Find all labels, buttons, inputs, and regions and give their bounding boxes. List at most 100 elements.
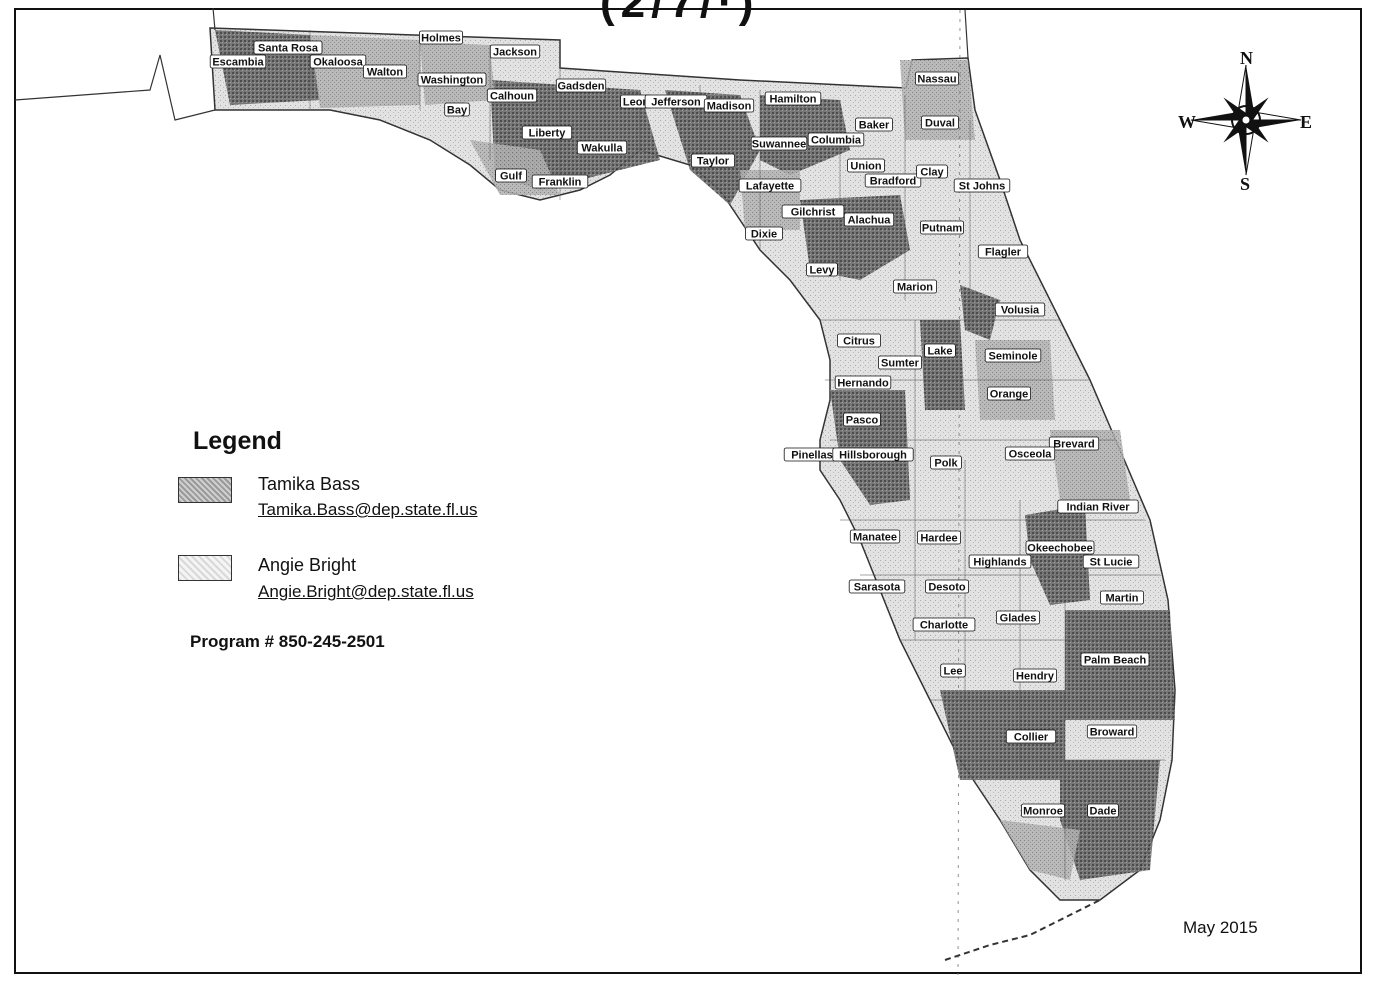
legend-title: Legend: [193, 427, 282, 455]
legend-swatch-angie: [178, 555, 232, 581]
county-label-box: [807, 132, 865, 147]
county-label-box: [843, 212, 895, 227]
county-label-text: Nassau: [917, 74, 956, 86]
county-label-text: Palm Beach: [1084, 655, 1147, 667]
county-label-text: Seminole: [989, 351, 1038, 363]
county-label-text: Hernando: [837, 378, 889, 390]
county-label-box: [781, 204, 845, 219]
county-label-box: [912, 617, 976, 632]
legend-swatch-tamika: [178, 477, 232, 503]
county-label-box: [1025, 540, 1095, 555]
county-label-box: [738, 178, 802, 193]
county-label-alachua: Alachua: [843, 212, 895, 227]
county-label-st-johns: St Johns: [953, 178, 1011, 193]
county-label-jefferson: Jefferson: [644, 94, 708, 109]
county-label-citrus: Citrus: [837, 333, 882, 348]
county-label-box: [750, 136, 808, 151]
county-label-box: [925, 579, 970, 594]
county-label-box: [495, 168, 527, 183]
county-label-pasco: Pasco: [843, 412, 881, 427]
county-label-text: Lake: [927, 346, 952, 358]
legend-email-tamika[interactable]: Tamika.Bass@dep.state.fl.us: [258, 500, 478, 519]
title-fragment: (2/7/·): [600, 0, 760, 27]
county-label-box: [1086, 724, 1138, 739]
county-label-liberty: Liberty: [521, 125, 573, 140]
county-label-box: [994, 302, 1046, 317]
county-label-putnam: Putnam: [920, 220, 965, 235]
county-label-text: Franklin: [539, 177, 582, 189]
county-label-osceola: Osceola: [1004, 446, 1056, 461]
county-label-text: Levy: [809, 265, 835, 277]
county-label-text: Gadsden: [557, 81, 604, 93]
county-label-dade: Dade: [1087, 803, 1119, 818]
county-label-bradford: Bradford: [864, 173, 922, 188]
map-frame: [14, 8, 1362, 974]
county-label-manatee: Manatee: [849, 529, 901, 544]
county-label-box: [878, 355, 923, 370]
county-label-duval: Duval: [921, 115, 959, 130]
county-label-flagler: Flagler: [977, 244, 1029, 259]
county-label-text: Orange: [990, 389, 1029, 401]
county-label-union: Union: [847, 158, 885, 173]
county-label-box: [1080, 652, 1150, 667]
county-label-text: Liberty: [529, 128, 567, 140]
county-label-text: Leon: [623, 97, 650, 109]
county-label-box: [843, 412, 881, 427]
county-label-holmes: Holmes: [418, 30, 463, 45]
county-label-text: Gulf: [500, 171, 522, 183]
county-label-box: [987, 386, 1032, 401]
county-label-box: [917, 530, 962, 545]
county-label-box: [576, 140, 628, 155]
county-label-martin: Martin: [1100, 590, 1145, 605]
county-label-text: Desoto: [928, 582, 966, 594]
county-label-box: [691, 153, 736, 168]
county-label-lafayette: Lafayette: [738, 178, 802, 193]
county-label-box: [745, 226, 783, 241]
county-label-box: [418, 30, 463, 45]
county-label-text: Sarasota: [854, 582, 901, 594]
county-label-box: [855, 117, 893, 132]
county-label-text: Indian River: [1067, 502, 1131, 514]
county-label-text: Lee: [944, 666, 963, 678]
county-label-text: Baker: [859, 120, 890, 132]
county-label-taylor: Taylor: [691, 153, 736, 168]
program-phone: Program # 850-245-2501: [190, 632, 385, 651]
legend-name-angie: Angie Bright: [258, 555, 357, 575]
county-label-box: [984, 348, 1042, 363]
county-label-box: [703, 98, 755, 113]
county-label-indian-river: Indian River: [1057, 499, 1139, 514]
county-label-okaloosa: Okaloosa: [309, 54, 367, 69]
county-label-box: [832, 447, 914, 462]
compass-north-label: N: [1240, 48, 1253, 68]
compass-rose: [1190, 64, 1302, 176]
compass-east-label: E: [1300, 112, 1313, 132]
county-label-box: [953, 178, 1011, 193]
county-label-charlotte: Charlotte: [912, 617, 976, 632]
county-label-lake: Lake: [924, 343, 956, 358]
county-label-text: Alachua: [848, 215, 892, 227]
county-label-text: Santa Rosa: [258, 43, 319, 55]
county-label-text: Lafayette: [746, 181, 794, 193]
county-label-gadsden: Gadsden: [555, 78, 607, 93]
county-label-text: Calhoun: [490, 91, 534, 103]
county-label-text: Madison: [707, 101, 752, 113]
county-label-box: [864, 173, 922, 188]
county-label-box: [253, 40, 323, 55]
county-label-madison: Madison: [703, 98, 755, 113]
county-label-desoto: Desoto: [925, 579, 970, 594]
county-label-glades: Glades: [996, 610, 1041, 625]
county-label-pinellas: Pinellas: [783, 447, 841, 462]
county-label-text: Sumter: [881, 358, 920, 370]
county-label-text: Hillsborough: [839, 450, 907, 462]
county-label-text: Flagler: [985, 247, 1022, 259]
county-label-box: [921, 115, 959, 130]
county-label-text: Citrus: [843, 336, 875, 348]
county-label-text: Collier: [1014, 732, 1049, 744]
county-label-leon: Leon: [620, 94, 652, 109]
county-label-box: [1013, 668, 1058, 683]
county-label-text: Suwannee: [752, 139, 806, 151]
county-label-box: [848, 579, 906, 594]
legend-email-angie[interactable]: Angie.Bright@dep.state.fl.us: [258, 582, 474, 601]
county-label-box: [362, 64, 407, 79]
county-label-box: [849, 529, 901, 544]
